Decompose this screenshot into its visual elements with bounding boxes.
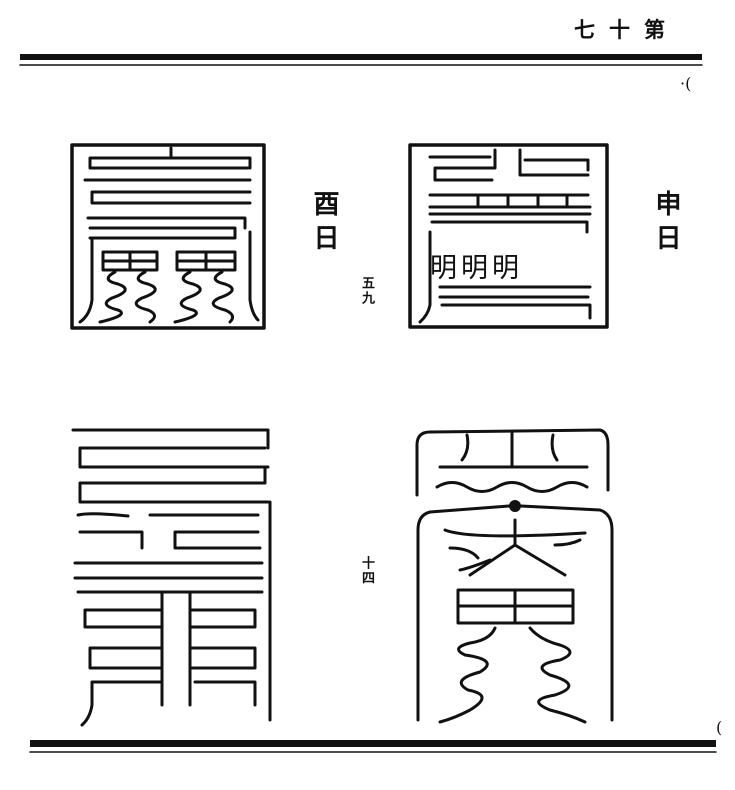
label-you-day: 酉日	[309, 190, 339, 258]
note-five-nine: 五九	[359, 276, 374, 306]
talisman-shen-day	[408, 143, 609, 329]
bottom-thick-rule	[30, 740, 716, 747]
note-fourteen: 十四	[359, 556, 374, 586]
talisman-lower-right	[415, 428, 614, 724]
label-shen-day: 申日	[651, 190, 681, 258]
dot-mark	[509, 500, 521, 512]
top-thick-rule	[20, 54, 702, 60]
talisman-inner-text: 明明明	[430, 253, 523, 284]
page-number-header: 七十第	[574, 17, 679, 42]
talisman-lower-left	[71, 428, 272, 727]
talisman-you-day	[70, 143, 266, 330]
margin-mark-bottom: (	[716, 718, 723, 737]
margin-mark-top: ·(	[680, 74, 692, 93]
